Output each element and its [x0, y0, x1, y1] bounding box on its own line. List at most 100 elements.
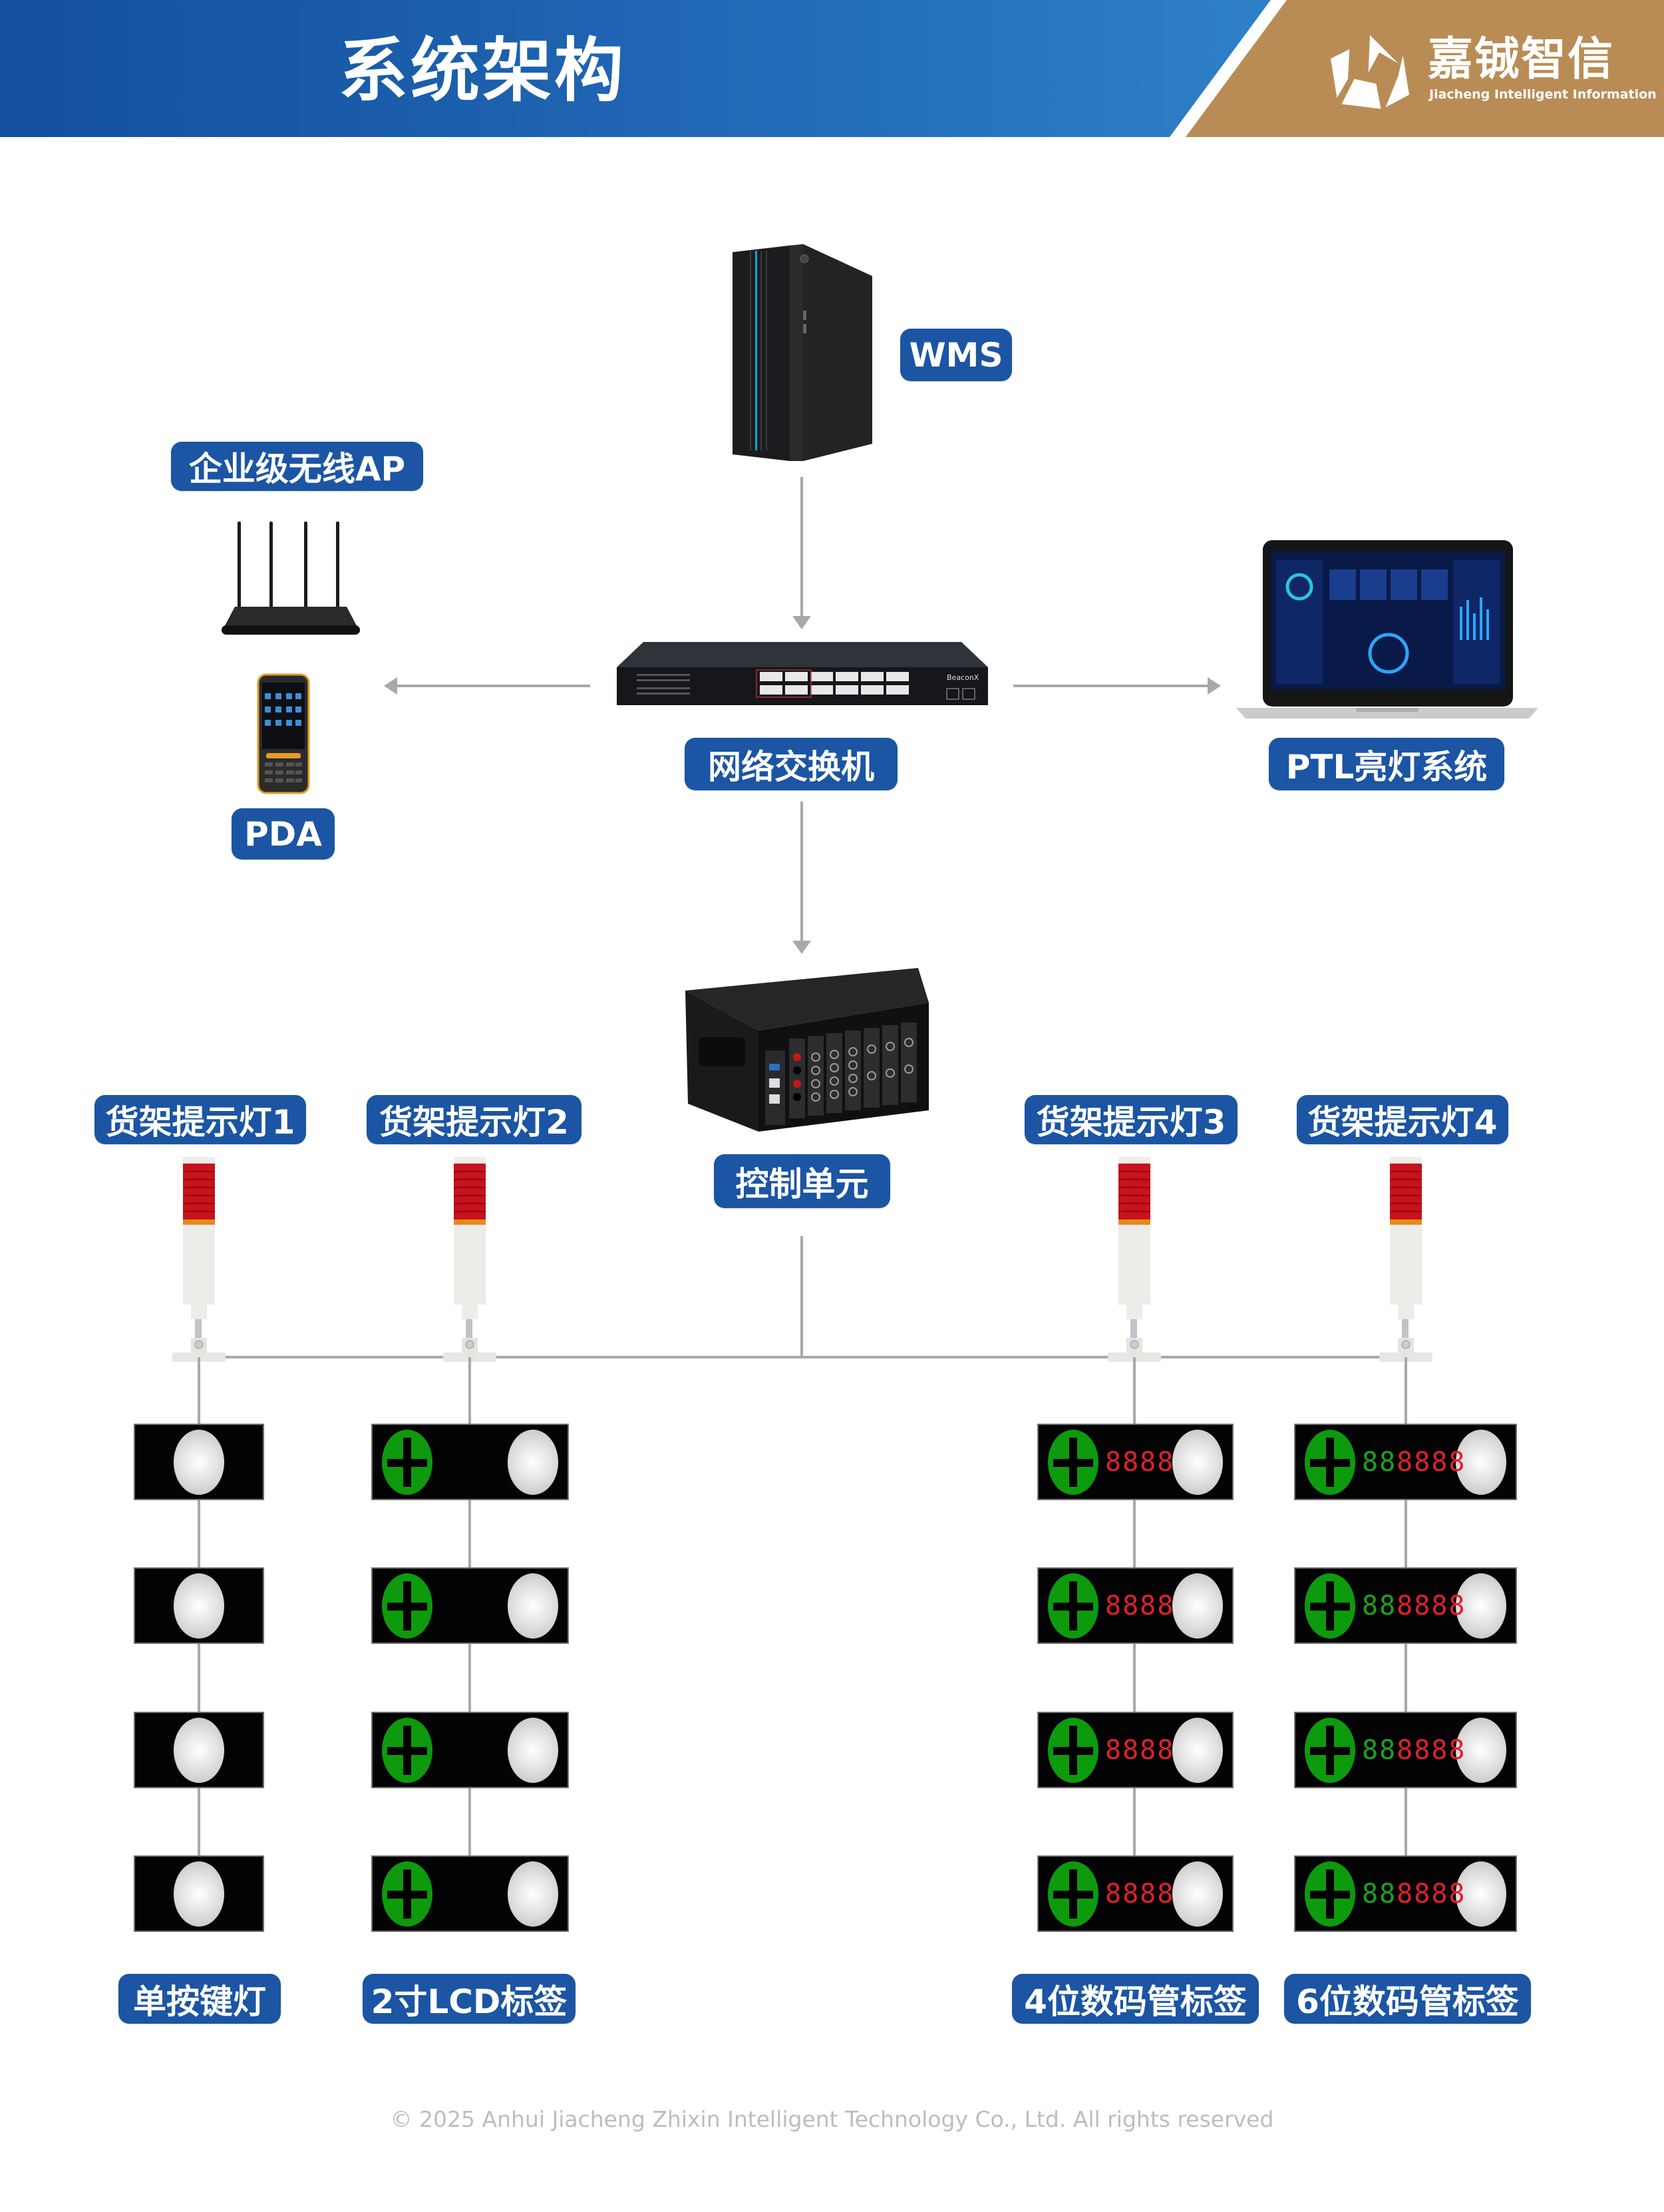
digits-red: 8888	[1105, 1590, 1175, 1621]
ptl-device-single-button[interactable]	[134, 1855, 264, 1932]
plus-button[interactable]	[382, 1717, 432, 1783]
logo-name-en: Jiacheng Intelligent Information	[1429, 87, 1657, 102]
pda-device[interactable]	[257, 673, 310, 794]
ptl-device-single-button[interactable]	[134, 1712, 264, 1788]
plus-button[interactable]	[382, 1573, 432, 1639]
confirm-button[interactable]	[1456, 1429, 1506, 1495]
network-switch-icon	[617, 642, 988, 705]
ptl-device-lcd-label[interactable]	[371, 1567, 569, 1644]
shelf-light-label-1: 货架提示灯1	[94, 1095, 306, 1144]
ptl-device-6-digit[interactable]: 888888	[1294, 1855, 1517, 1932]
digit-display: 888888	[1362, 1449, 1466, 1476]
laptop-dashboard-icon	[1236, 540, 1538, 718]
digit-display: 888888	[1362, 1737, 1466, 1764]
confirm-button[interactable]	[174, 1717, 224, 1783]
control-unit[interactable]	[679, 964, 933, 1132]
digits-red: 8888	[1105, 1734, 1175, 1766]
digits-red: 8888	[1397, 1590, 1466, 1621]
plus-button[interactable]	[1048, 1861, 1098, 1927]
confirm-button[interactable]	[508, 1429, 558, 1495]
plus-button[interactable]	[1305, 1861, 1355, 1927]
digits-green: 88	[1362, 1878, 1397, 1909]
connector-switch-pda	[394, 685, 590, 687]
confirm-button[interactable]	[508, 1573, 558, 1639]
plus-button[interactable]	[1048, 1717, 1098, 1783]
shelf-light-label-3: 货架提示灯3	[1025, 1095, 1238, 1144]
ptl-device-single-button[interactable]	[134, 1567, 264, 1644]
digits-red: 8888	[1105, 1446, 1175, 1478]
ptl-system-laptop[interactable]	[1236, 534, 1538, 720]
ptl-device-4-digit[interactable]: 8888	[1037, 1712, 1234, 1788]
confirm-button[interactable]	[1456, 1717, 1506, 1783]
ptl-device-6-digit[interactable]: 888888	[1294, 1424, 1517, 1500]
shelf-light-label-4: 货架提示灯4	[1297, 1095, 1508, 1144]
shelf-tower-light[interactable]	[1108, 1157, 1161, 1362]
confirm-button[interactable]	[174, 1429, 224, 1495]
digit-display: 888888	[1362, 1593, 1466, 1619]
digits-red: 8888	[1397, 1878, 1466, 1909]
confirm-button[interactable]	[1172, 1717, 1223, 1783]
plus-button[interactable]	[1048, 1573, 1098, 1639]
tower-light-icon	[1379, 1157, 1432, 1362]
connector-switch-ptl	[1013, 685, 1211, 687]
confirm-button[interactable]	[1172, 1429, 1223, 1495]
digit-display: 8888	[1105, 1593, 1174, 1619]
ptl-device-6-digit[interactable]: 888888	[1294, 1712, 1517, 1788]
ptl-device-lcd-label[interactable]	[371, 1712, 569, 1788]
bus-line	[212, 1356, 1411, 1358]
ptl-device-4-digit[interactable]: 8888	[1037, 1567, 1234, 1644]
ptl-device-lcd-label[interactable]	[371, 1855, 569, 1932]
logo-name-cn: 嘉铖智信	[1428, 33, 1615, 86]
plus-button[interactable]	[382, 1429, 432, 1495]
shelf-tower-light[interactable]	[443, 1157, 496, 1362]
confirm-button[interactable]	[174, 1861, 224, 1927]
tower-light-icon	[443, 1157, 496, 1362]
control-chassis-icon	[685, 968, 929, 1132]
handheld-pda-icon	[257, 673, 310, 794]
ptl-device-4-digit[interactable]: 8888	[1037, 1424, 1234, 1500]
connector-control-bus	[800, 1236, 803, 1358]
digit-display: 888888	[1362, 1881, 1466, 1907]
switch-brand: BeaconX	[947, 673, 979, 682]
ptl-device-4-digit[interactable]: 8888	[1037, 1855, 1234, 1932]
plus-button[interactable]	[1048, 1429, 1098, 1495]
confirm-button[interactable]	[1172, 1861, 1223, 1927]
control-unit-label: 控制单元	[714, 1154, 890, 1208]
device-label-single-button: 单按键灯	[118, 1974, 281, 2024]
digit-display: 8888	[1105, 1737, 1174, 1764]
shelf-tower-light[interactable]	[1379, 1157, 1432, 1362]
wireless-ap[interactable]	[222, 519, 360, 638]
shelf-tower-light[interactable]	[172, 1157, 226, 1362]
ptl-device-lcd-label[interactable]	[371, 1424, 569, 1500]
plus-button[interactable]	[1305, 1429, 1355, 1495]
arrow-down-icon	[792, 941, 811, 954]
wms-server[interactable]	[730, 244, 875, 462]
confirm-button[interactable]	[1456, 1573, 1506, 1639]
confirm-button[interactable]	[174, 1573, 224, 1639]
confirm-button[interactable]	[508, 1717, 558, 1783]
page-title: 系统架构	[339, 30, 627, 111]
ap-label: 企业级无线AP	[171, 442, 423, 491]
confirm-button[interactable]	[508, 1861, 558, 1927]
wms-label: WMS	[900, 329, 1012, 381]
digits-green: 88	[1362, 1446, 1397, 1478]
plus-button[interactable]	[382, 1861, 432, 1927]
digits-green: 88	[1362, 1590, 1397, 1621]
confirm-button[interactable]	[1456, 1861, 1506, 1927]
confirm-button[interactable]	[1172, 1573, 1223, 1639]
connector-wms-switch	[800, 477, 803, 618]
digits-red: 8888	[1397, 1734, 1466, 1766]
ptl-device-6-digit[interactable]: 888888	[1294, 1567, 1517, 1644]
wireless-router-icon	[222, 522, 360, 635]
company-logo: 嘉铖智信 Jiacheng Intelligent Information	[1331, 32, 1657, 110]
digits-green: 88	[1362, 1734, 1397, 1766]
jiacheng-logo-icon	[1331, 35, 1409, 109]
connector-switch-control	[800, 802, 803, 943]
ptl-device-single-button[interactable]	[134, 1424, 264, 1500]
digit-display: 8888	[1105, 1449, 1174, 1476]
plus-button[interactable]	[1305, 1717, 1355, 1783]
network-switch[interactable]: BeaconX	[617, 642, 988, 705]
tower-light-icon	[1108, 1157, 1161, 1362]
footer-copyright: © 2025 Anhui Jiacheng Zhixin Intelligent…	[390, 2106, 1274, 2132]
plus-button[interactable]	[1305, 1573, 1355, 1639]
